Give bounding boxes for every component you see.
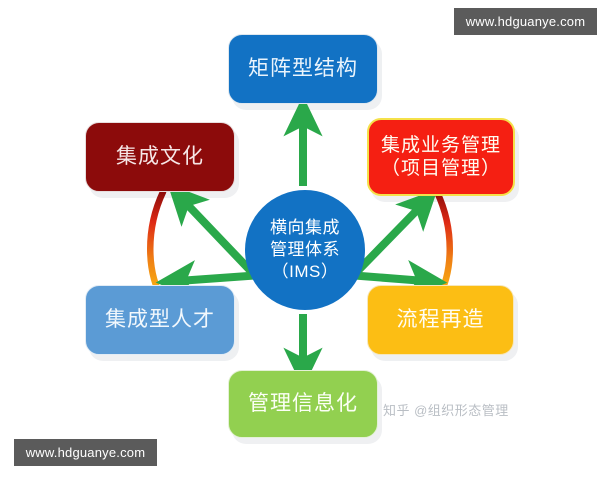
arrow-to-talent: [155, 260, 263, 300]
node-integrated-culture[interactable]: 集成文化: [85, 122, 235, 192]
watermark-bottom: www.hdguanye.com: [14, 439, 157, 466]
node-process-reengineering[interactable]: 流程再造: [367, 285, 514, 355]
node-integrated-business-management[interactable]: 集成业务管理 （项目管理）: [367, 118, 515, 196]
watermark-top-text: www.hdguanye.com: [465, 14, 586, 29]
node-integrated-culture-label: 集成文化: [116, 145, 204, 169]
node-integrated-talent[interactable]: 集成型人才: [85, 285, 235, 355]
node-management-informatization-label: 管理信息化: [248, 392, 358, 416]
arrow-to-process: [347, 260, 448, 300]
watermark-top: www.hdguanye.com: [454, 8, 597, 35]
center-hub[interactable]: 横向集成 管理体系 （IMS）: [245, 190, 365, 310]
center-hub-label: 横向集成 管理体系 （IMS）: [270, 218, 340, 281]
watermark-bottom-text: www.hdguanye.com: [25, 445, 146, 460]
node-integrated-business-management-label: 集成业务管理 （项目管理）: [380, 134, 501, 179]
arc-left: [147, 188, 167, 304]
node-integrated-talent-label: 集成型人才: [105, 308, 215, 332]
attribution-text: 知乎 @组织形态管理: [383, 403, 509, 418]
node-process-reengineering-label: 流程再造: [396, 308, 485, 332]
node-matrix-structure-label: 矩阵型结构: [248, 57, 358, 81]
node-matrix-structure[interactable]: 矩阵型结构: [228, 34, 378, 104]
arrow-group: [155, 95, 448, 389]
node-management-informatization[interactable]: 管理信息化: [228, 370, 378, 438]
arc-right: [433, 188, 453, 304]
